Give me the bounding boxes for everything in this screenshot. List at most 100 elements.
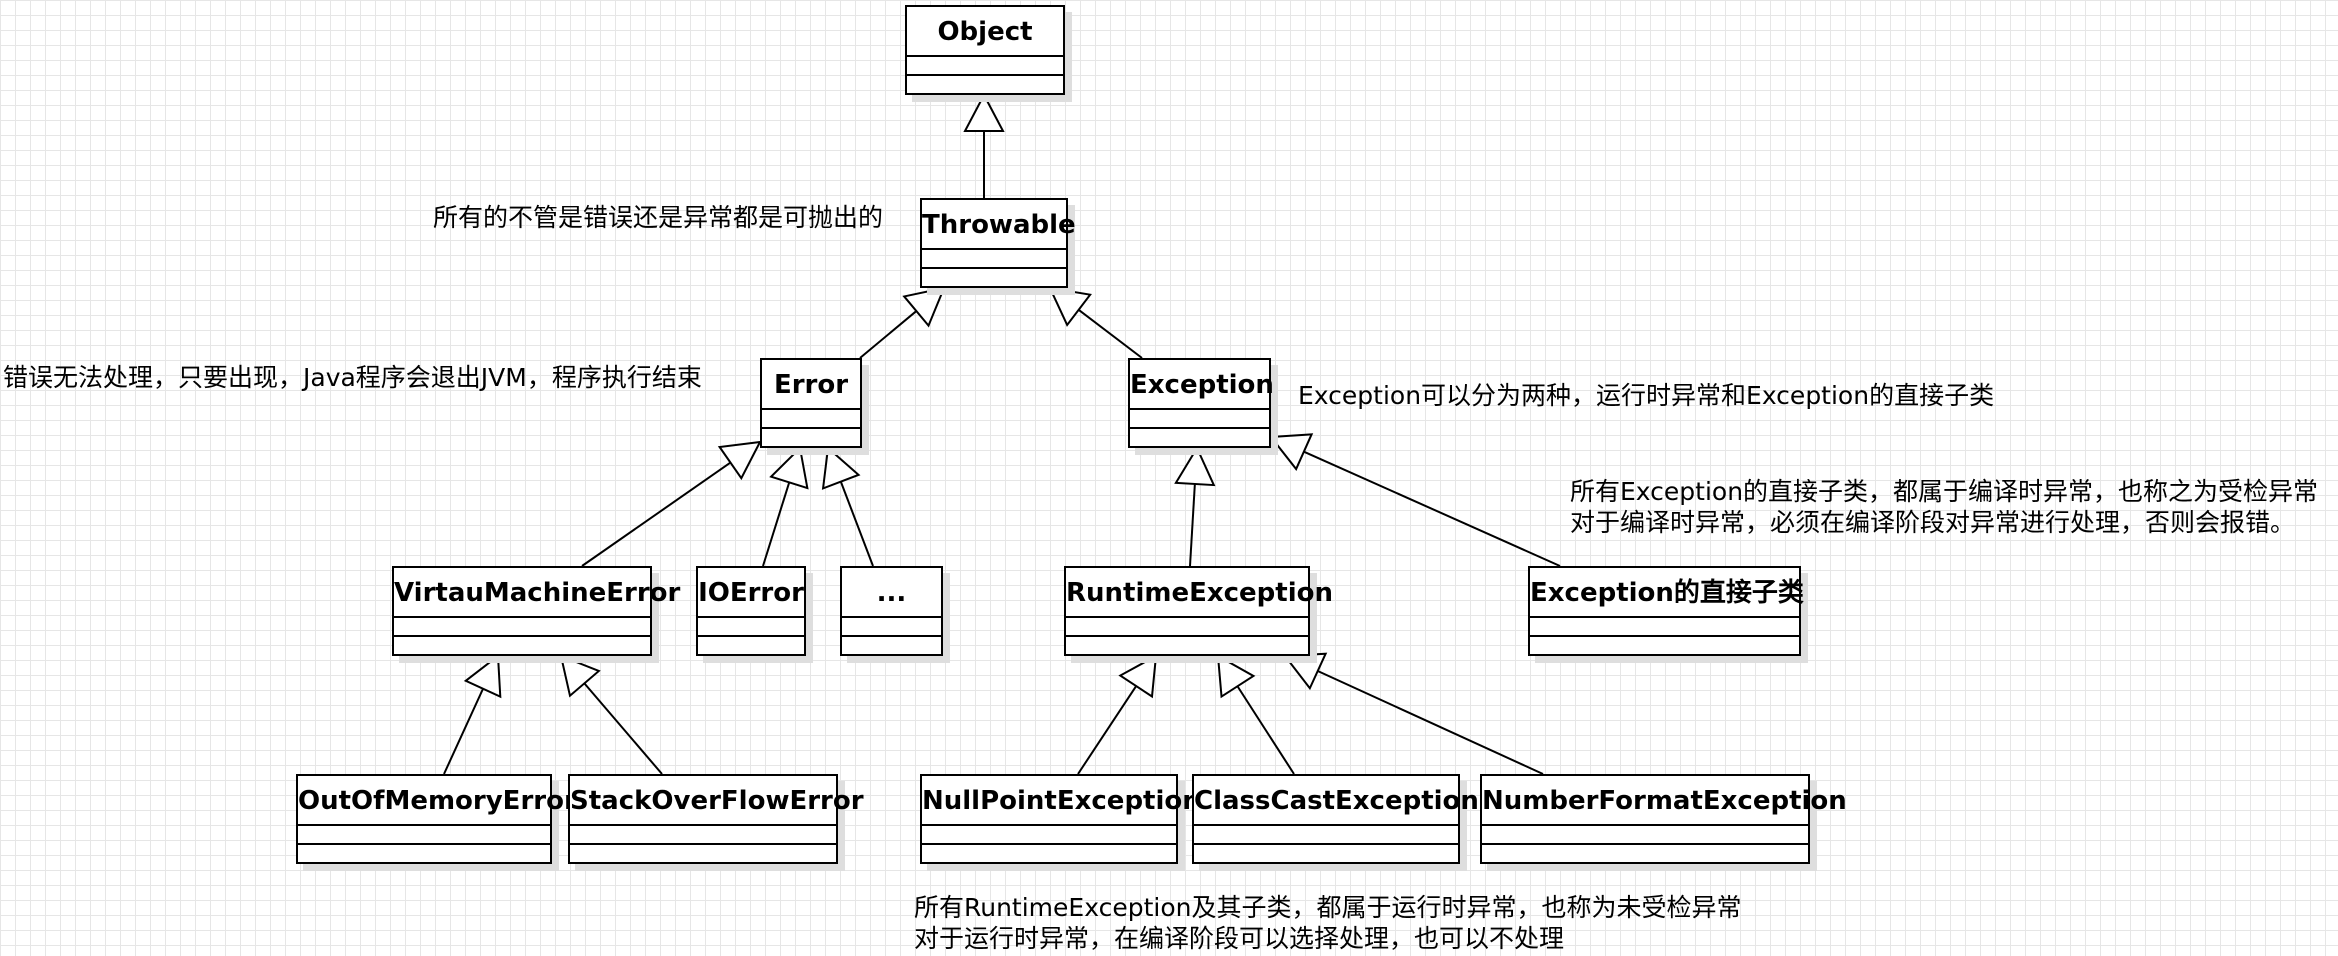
class-attributes [922, 250, 1066, 269]
edge-class-cast-exception-runtime-exception [1216, 654, 1295, 775]
edge-line [1189, 483, 1196, 567]
edge-line [1303, 450, 1561, 567]
edge-line [1317, 670, 1544, 775]
generalization-arrowhead [1174, 445, 1216, 487]
note-throwable: 所有的不管是错误还是异常都是可抛出的 [433, 203, 884, 232]
edge-line [583, 682, 663, 775]
class-out-of-memory-error[interactable]: OutOfMemoryError [296, 774, 577, 864]
generalization-arrowhead [1118, 654, 1158, 699]
class-exception[interactable]: Exception [1128, 358, 1274, 448]
generalization-arrowhead [963, 92, 1005, 132]
class-operations [1194, 845, 1458, 864]
class-attributes [1066, 618, 1308, 637]
class-name: NumberFormatException [1482, 776, 1847, 826]
class-operations [907, 76, 1063, 95]
class-attributes [570, 826, 836, 845]
class-attributes [298, 826, 550, 845]
note-checked-exception-line1: 所有Exception的直接子类，都属于编译时异常，也称之为受检异常 [1570, 477, 2319, 506]
class-attributes [1482, 826, 1808, 845]
edge-virtau-machine-error-error [581, 440, 762, 567]
class-operations [1130, 429, 1269, 448]
class-attributes [762, 410, 860, 429]
generalization-arrowhead [559, 654, 601, 698]
class-name: OutOfMemoryError [298, 776, 577, 826]
class-ellipsis[interactable]: ... [840, 566, 943, 656]
class-name: StackOverFlowError [570, 776, 864, 826]
class-attributes [922, 826, 1176, 845]
class-class-cast-exception[interactable]: ClassCastException [1192, 774, 1479, 864]
class-name: Error [762, 360, 860, 410]
class-throwable[interactable]: Throwable [920, 198, 1076, 288]
class-name: VirtauMachineError [394, 568, 680, 618]
edge-line [859, 310, 917, 359]
generalization-arrowhead [1048, 286, 1092, 327]
note-error: 错误无法处理，只要出现，Java程序会退出JVM，程序执行结束 [3, 363, 702, 392]
edge-exception-direct-subclass-exception [1269, 433, 1561, 567]
edge-error-throwable [859, 286, 946, 359]
note-checked-exception-line2: 对于编译时异常，必须在编译阶段对异常进行处理，否则会报错。 [1570, 508, 2296, 537]
class-operations [698, 637, 804, 656]
class-name: ... [842, 568, 941, 618]
edge-line [762, 482, 791, 567]
class-operations [842, 637, 941, 656]
edge-line [839, 481, 874, 567]
class-attributes [394, 618, 650, 637]
generalization-arrowhead [717, 440, 762, 481]
class-operations [922, 269, 1066, 288]
class-operations [1066, 637, 1308, 656]
edge-line [581, 461, 732, 567]
generalization-arrowhead [902, 286, 946, 328]
class-operations [570, 845, 836, 864]
class-attributes [1194, 826, 1458, 845]
edge-null-point-exception-runtime-exception [1077, 654, 1158, 775]
class-stack-overflow-error[interactable]: StackOverFlowError [568, 774, 864, 864]
class-name: IOError [698, 568, 804, 618]
class-attributes [1530, 618, 1799, 637]
class-operations [922, 845, 1176, 864]
edge-io-error-error [762, 445, 809, 567]
edge-line [1078, 309, 1143, 359]
class-attributes [907, 57, 1063, 76]
edge-line [1077, 685, 1137, 775]
class-io-error[interactable]: IOError [696, 566, 806, 656]
class-name: Object [907, 7, 1063, 57]
class-name: RuntimeException [1066, 568, 1333, 618]
generalization-arrowhead [1269, 433, 1314, 471]
edge-runtime-exception-exception [1174, 445, 1216, 567]
class-name: ClassCastException [1194, 776, 1479, 826]
class-null-point-exception[interactable]: NullPointException [920, 774, 1201, 864]
edge-out-of-memory-error-virtau-machine-error [443, 654, 502, 775]
class-error[interactable]: Error [760, 358, 862, 448]
generalization-arrowhead [821, 445, 861, 490]
class-name: Exception [1130, 360, 1274, 410]
edge-ellipsis-error [821, 445, 874, 567]
class-attributes [698, 618, 804, 637]
note-runtime-exception-line1: 所有RuntimeException及其子类，都属于运行时异常，也称为未受检异常 [914, 893, 1742, 922]
generalization-arrowhead [1216, 654, 1256, 699]
class-operations [394, 637, 650, 656]
generalization-arrowhead [463, 654, 502, 699]
note-runtime-exception-line2: 对于运行时异常，在编译阶段可以选择处理，也可以不处理 [914, 924, 1565, 953]
class-number-format-exception[interactable]: NumberFormatException [1480, 774, 1847, 864]
edge-throwable-object [963, 92, 1005, 198]
edge-stack-overflow-error-virtau-machine-error [559, 654, 663, 775]
class-runtime-exception[interactable]: RuntimeException [1064, 566, 1333, 656]
class-attributes [842, 618, 941, 637]
class-name: Throwable [922, 200, 1076, 250]
class-operations [1482, 845, 1808, 864]
edge-exception-throwable [1048, 286, 1143, 359]
generalization-arrowhead [769, 445, 809, 490]
class-operations [1530, 637, 1799, 656]
class-attributes [1130, 410, 1269, 429]
class-exception-direct-subclass[interactable]: Exception的直接子类 [1528, 566, 1804, 656]
class-name: Exception的直接子类 [1530, 568, 1804, 618]
class-name: NullPointException [922, 776, 1201, 826]
class-operations [298, 845, 550, 864]
edge-line [1236, 685, 1295, 775]
class-operations [762, 429, 860, 448]
class-virtau-machine-error[interactable]: VirtauMachineError [392, 566, 680, 656]
class-object[interactable]: Object [905, 5, 1065, 95]
edge-line [443, 688, 484, 775]
edge-number-format-exception-runtime-exception [1283, 652, 1544, 775]
